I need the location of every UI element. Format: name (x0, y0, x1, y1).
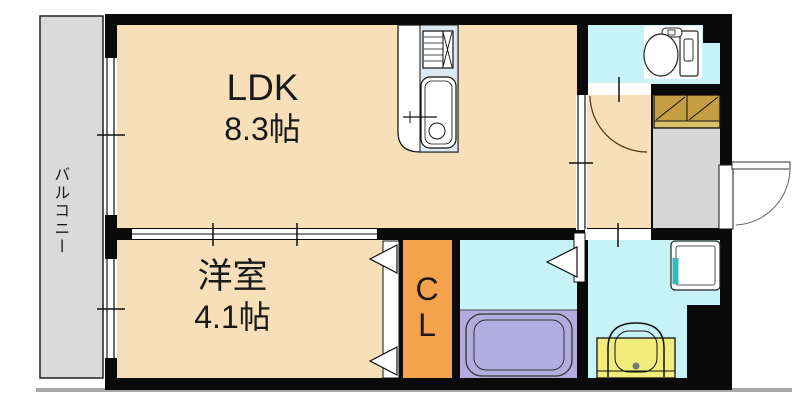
balcony-windows (97, 58, 125, 358)
balcony-label: バルコニー (51, 166, 69, 256)
shoe-cabinet-icon (653, 94, 721, 129)
hallway-floor (587, 95, 651, 230)
room-partition-sliding-door (132, 223, 377, 246)
toilet-door (588, 77, 651, 153)
toilet-room-floor-ext (703, 43, 720, 84)
western-room-size: 4.1帖 (194, 298, 271, 335)
western-room-label: 洋室 4.1帖 (130, 258, 335, 334)
ldk-floor (115, 24, 578, 229)
closet-doors (368, 240, 400, 379)
balcony-area (39, 15, 104, 379)
door-swing-arc (589, 95, 648, 153)
kitchen-sink-icon (403, 76, 457, 149)
washing-machine-pan-icon (670, 240, 721, 291)
toilet-icon (643, 26, 702, 79)
western-room-name: 洋室 (197, 257, 268, 296)
room-floors (115, 24, 720, 378)
walls (105, 14, 732, 390)
bathtub-icon (465, 313, 573, 377)
kitchen-stove-icon (422, 30, 454, 69)
bath-door (545, 232, 586, 283)
washbasin-icon (596, 322, 676, 379)
entry-door (718, 161, 791, 230)
entry-door-swing-arc (735, 167, 791, 226)
kitchen-unit (397, 24, 459, 153)
closet-floor (403, 240, 452, 378)
closet-door-triangle-bottom (368, 346, 398, 376)
western-room-floor (115, 240, 383, 378)
ldk-room-label: LDK 8.3帖 (160, 68, 365, 147)
closet-label: C L (400, 271, 454, 343)
entrance-floor (653, 128, 720, 230)
closet-letter-bottom: L (418, 307, 436, 343)
washroom-door-opening (585, 223, 651, 247)
ldk-size: 8.3帖 (224, 110, 301, 147)
bathroom-floor (460, 240, 577, 310)
ldk-name: LDK (226, 67, 299, 108)
bath-door-triangle (545, 246, 578, 278)
closet-door-triangle-top (368, 244, 398, 274)
ldk-hall-sliding-door (569, 95, 593, 230)
entry-door-leaf (731, 161, 791, 170)
closet-letter-top: C (415, 271, 439, 307)
